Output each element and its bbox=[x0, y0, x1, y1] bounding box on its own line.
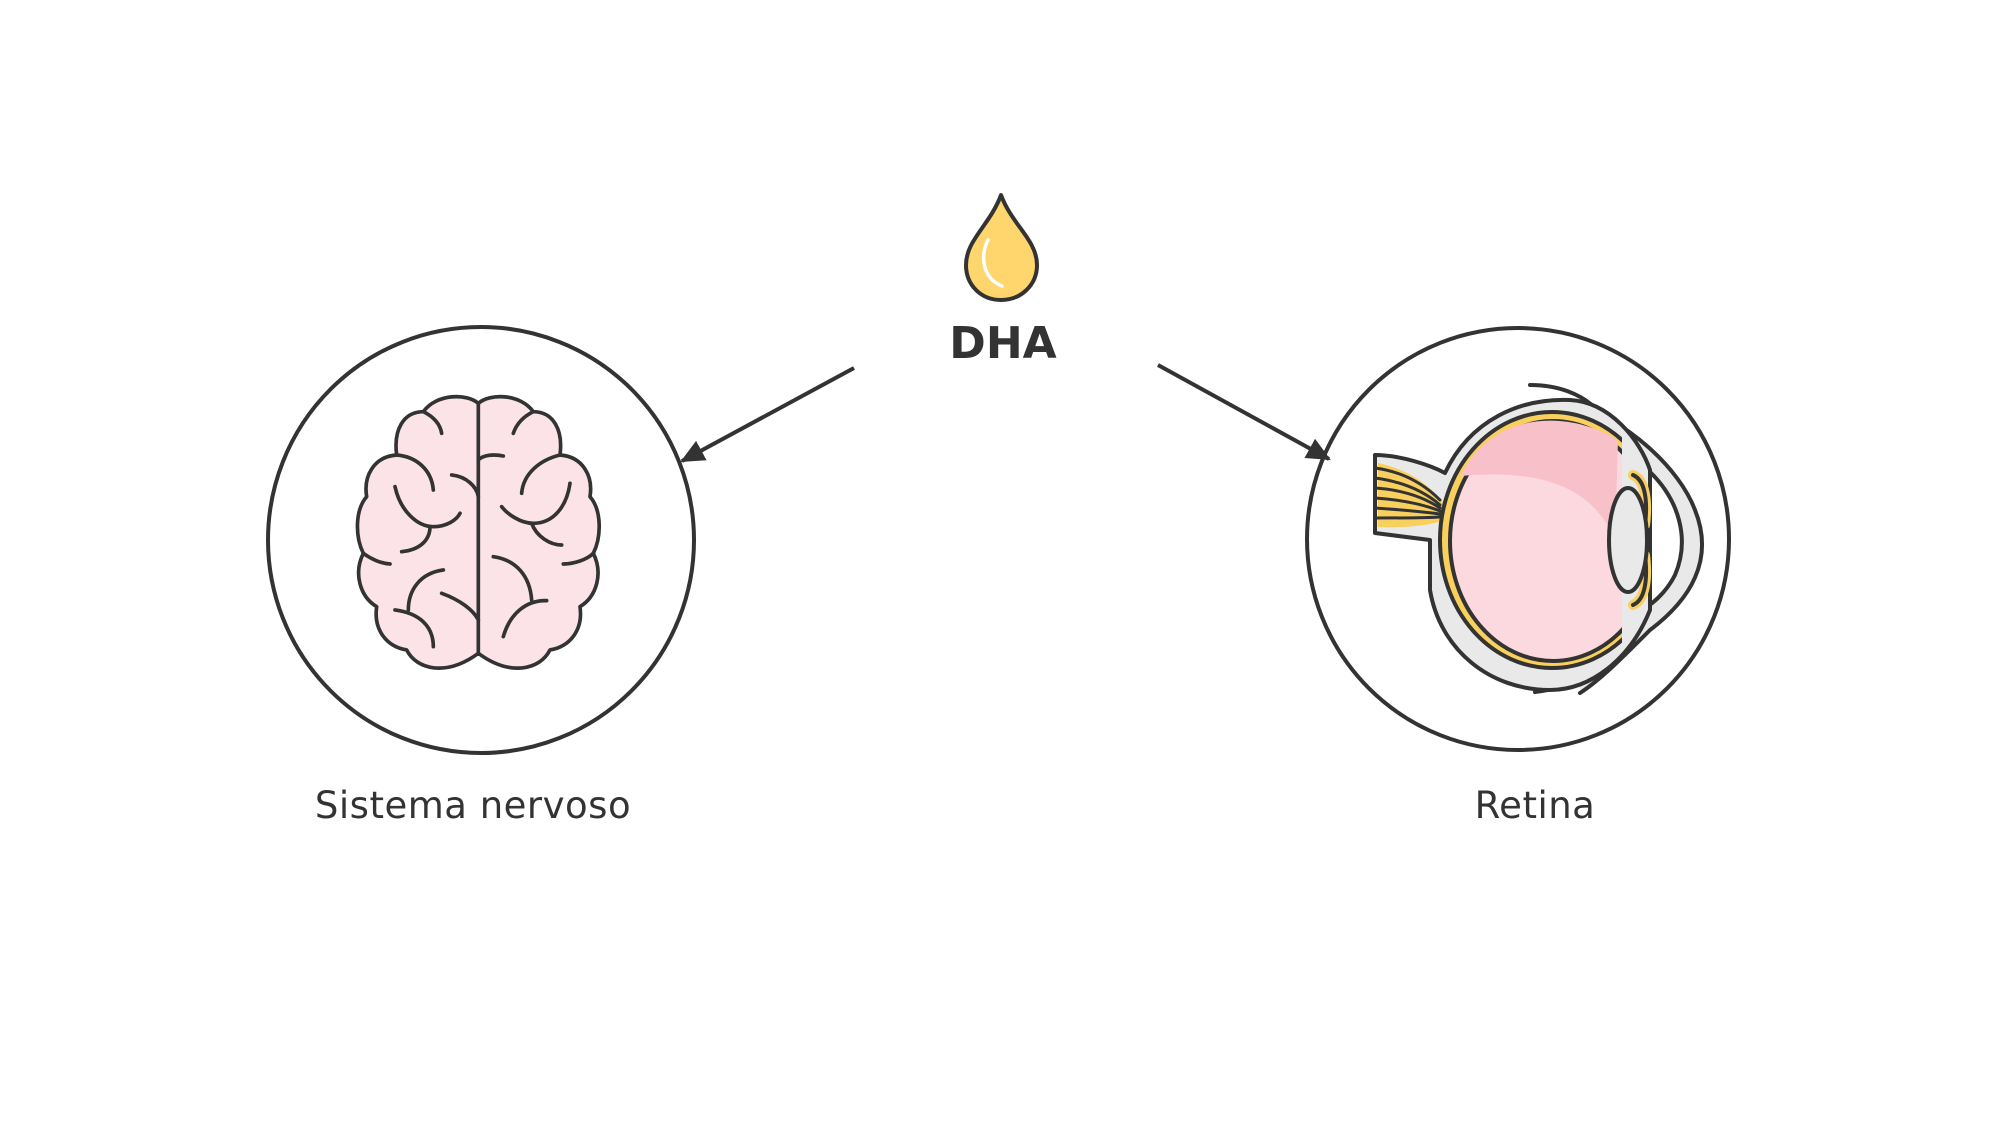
dha-title: DHA bbox=[949, 318, 1057, 369]
brain-icon bbox=[355, 394, 601, 670]
arrow-to-retina bbox=[1157, 363, 1331, 461]
eye-icon bbox=[1373, 383, 1705, 695]
brain-circle bbox=[266, 325, 696, 755]
retina-circle bbox=[1305, 326, 1731, 752]
label-sistema-nervoso: Sistema nervoso bbox=[314, 784, 632, 827]
label-retina: Retina bbox=[1474, 784, 1596, 827]
arrow-to-brain bbox=[680, 366, 855, 463]
oil-drop-icon bbox=[964, 193, 1039, 302]
